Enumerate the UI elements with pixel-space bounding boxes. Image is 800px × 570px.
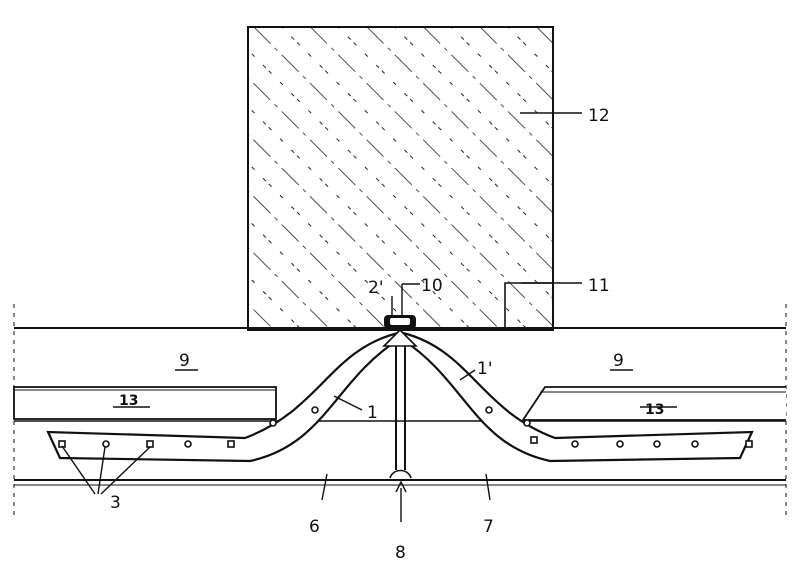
fastener-hole: [691, 440, 699, 448]
fastener-hole: [571, 440, 579, 448]
label-3: 3: [110, 493, 121, 513]
fastener-hole: [653, 440, 661, 448]
label-13-right: 13: [645, 402, 664, 418]
fastener-hole: [523, 419, 531, 427]
fastener-square: [146, 440, 154, 448]
label-9-right: 9: [613, 351, 624, 371]
leader-lines: [61, 112, 582, 522]
fastener-square: [745, 440, 753, 448]
label-13-left: 13: [119, 393, 138, 409]
label-9-left: 9: [179, 351, 190, 371]
fastener-hole: [311, 406, 319, 414]
label-11: 11: [588, 276, 610, 296]
gasket-strip-left: [46, 331, 400, 463]
fastener-holes: [58, 406, 753, 448]
label-6: 6: [309, 517, 320, 537]
label-10: 10: [421, 276, 443, 296]
fastener-hole: [269, 419, 277, 427]
fastener-square: [530, 436, 538, 444]
label-1-prime: 1': [477, 359, 493, 379]
label-7: 7: [483, 517, 494, 537]
label-2: 2': [368, 278, 384, 298]
fastener-hole: [184, 440, 192, 448]
gasket-strip-right: [401, 331, 754, 463]
label-1: 1: [367, 403, 378, 423]
profile-clip: [382, 315, 418, 347]
upper-block: [247, 26, 554, 331]
fastener-hole: [102, 440, 110, 448]
center-joint: [389, 345, 412, 479]
label-underlines: [113, 369, 677, 408]
label-8: 8: [395, 543, 406, 563]
label-12: 12: [588, 106, 610, 126]
fastener-square: [227, 440, 235, 448]
insert-13-right: [521, 386, 786, 421]
insert-13-left: [13, 386, 277, 420]
fastener-hole: [616, 440, 624, 448]
fastener-hole: [485, 406, 493, 414]
